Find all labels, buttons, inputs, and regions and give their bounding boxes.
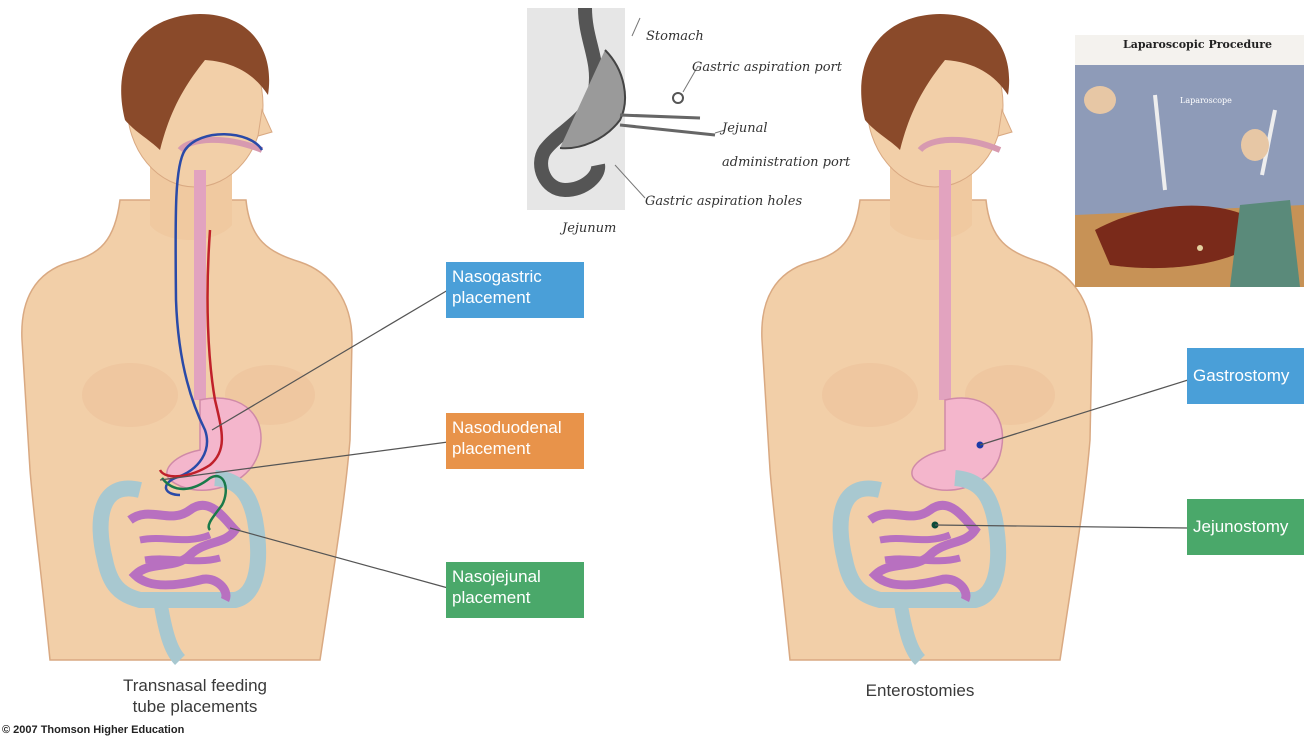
nasojejunal-label-line2: placement — [452, 587, 578, 608]
jejunal-port-label-line1: Jejunal — [719, 121, 768, 136]
nasojejunal-placement-box: Nasojejunal placement — [446, 562, 584, 618]
jejunum-label: Jejunum — [559, 221, 616, 236]
gastric-aspiration-holes-label: Gastric aspiration holes — [645, 194, 802, 209]
nasojejunal-label-line1: Nasojejunal — [452, 566, 578, 587]
nasoduodenal-label-line2: placement — [452, 438, 578, 459]
left-torso-figure — [22, 14, 448, 660]
gastric-aspiration-port-label: Gastric aspiration port — [692, 60, 843, 75]
left-caption-line1: Transnasal feeding — [95, 675, 295, 696]
nasoduodenal-label-line1: Nasoduodenal — [452, 417, 578, 438]
jejunostomy-label: Jejunostomy — [1193, 516, 1298, 537]
gastrostomy-box: Gastrostomy — [1187, 348, 1304, 404]
laparoscope-label: Laparoscope — [1180, 96, 1232, 105]
nasogastric-placement-box: Nasogastric placement — [446, 262, 584, 318]
laparoscopic-title: Laparoscopic Procedure — [1123, 38, 1272, 51]
jejunostomy-box: Jejunostomy — [1187, 499, 1304, 555]
left-caption-line2: tube placements — [95, 696, 295, 717]
copyright-notice: © 2007 Thomson Higher Education — [2, 724, 184, 736]
jejunal-port-label-line2: administration port — [722, 155, 851, 170]
right-caption: Enterostomies — [830, 680, 1010, 701]
feeding-tube-inset: Stomach Gastric aspiration port Jejunal … — [527, 8, 851, 236]
nasogastric-label-line2: placement — [452, 287, 578, 308]
gastrostomy-label: Gastrostomy — [1193, 365, 1298, 386]
laparoscopic-procedure-inset: Laparoscopic Procedure Laparoscope — [1075, 35, 1304, 287]
stomach-label: Stomach — [646, 29, 704, 44]
nasoduodenal-placement-box: Nasoduodenal placement — [446, 413, 584, 469]
nasogastric-label-line1: Nasogastric — [452, 266, 578, 287]
enterostomies-caption: Enterostomies — [830, 680, 1010, 701]
left-caption: Transnasal feeding tube placements — [95, 675, 295, 717]
